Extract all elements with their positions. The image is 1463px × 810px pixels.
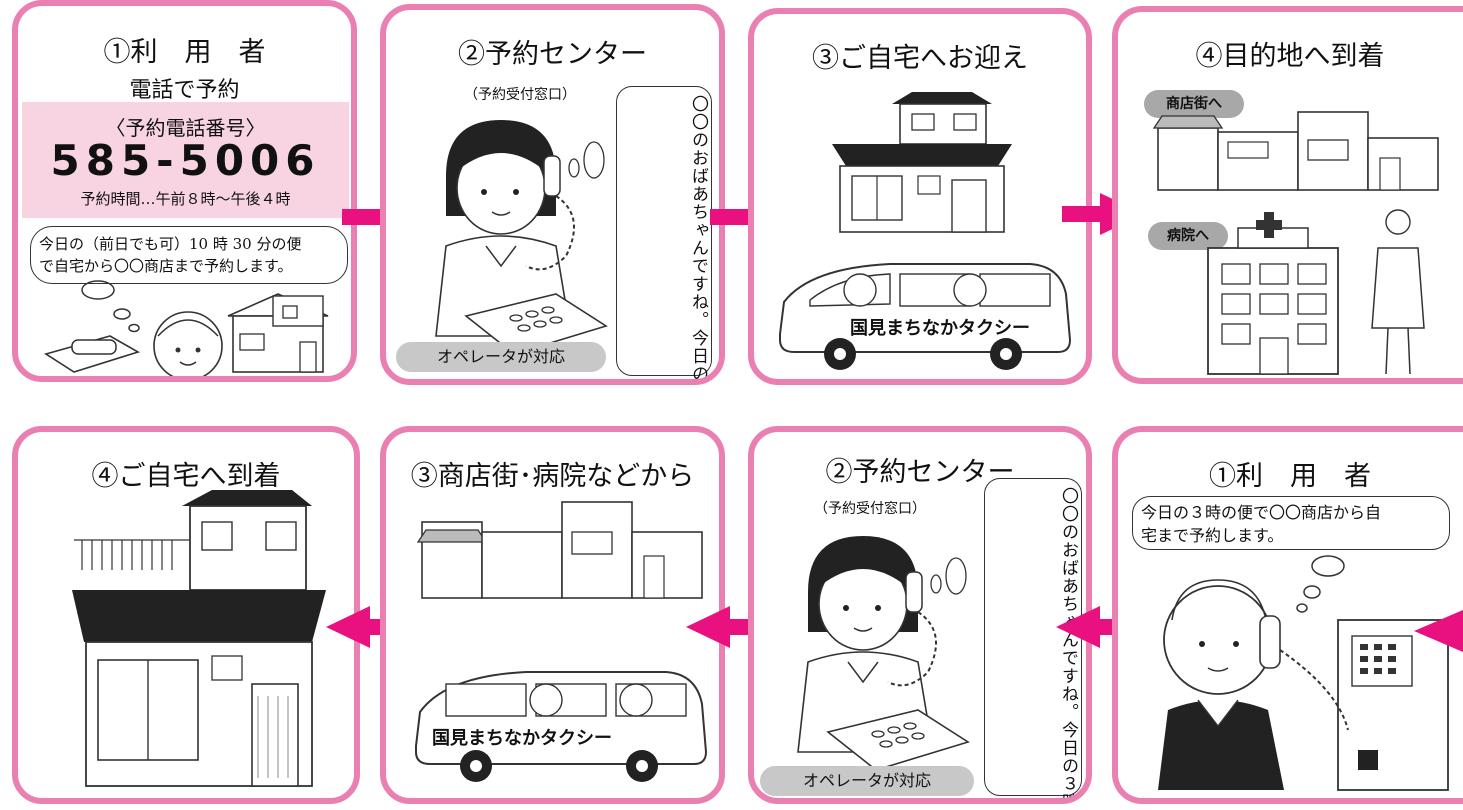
- panel-title: ④目的地へ到着: [1195, 41, 1385, 72]
- panel-user-bottom: ①利 用 者 今日の３時の便で〇〇商店から自 宅まで予約します。: [1112, 426, 1463, 804]
- user-phone-illustration: [44, 280, 329, 376]
- panel-destination: ④目的地へ到着 商店街へ 病院へ: [1112, 6, 1463, 384]
- panel-arrive-home: ④ご自宅へ到着: [12, 426, 360, 804]
- speech-line-2: で自宅から〇〇商店まで予約します。: [39, 257, 293, 275]
- shops-illustration: [1152, 111, 1439, 191]
- taxi-illustration: 国見まちなかタクシー: [779, 263, 1072, 370]
- taxi-text: 国見まちなかタクシー: [850, 318, 1030, 339]
- panel-title: ④ご自宅へ到着: [91, 461, 281, 492]
- arrow-left-icon: [1414, 610, 1463, 652]
- panel-reservation-center-top: ②予約センター （予約受付窓口） 〇〇のおばあちゃんですね。今日の10時30の便…: [380, 4, 725, 385]
- operator-illustration: [435, 120, 608, 355]
- reservation-hours: 予約時間…午前８時～午後４時: [80, 190, 291, 208]
- panel-pickup: ③ご自宅へお迎え 国見まちなかタクシー: [748, 8, 1092, 385]
- taxi-text: 国見まちなかタクシー: [432, 728, 612, 749]
- operator-speech-bubble: 〇〇のおばあちゃんですね。今日の10時30の便予約受け付けました。自宅で待ってい…: [616, 86, 712, 379]
- panel-reservation-center-bottom: ②予約センター （予約受付窓口） 〇〇のおばあちゃんですね。今日の３時の便予約受…: [748, 426, 1092, 804]
- panel-from-shops: ③商店街･病院などから 国見まちなかタクシー: [380, 426, 725, 804]
- speech-line-1: 今日の（前日でも可）10 時 30 分の便: [39, 235, 302, 253]
- phone-number: 585-5006: [50, 136, 321, 185]
- panel-title: ③商店街･病院などから: [410, 461, 695, 492]
- panel-title: ①利 用 者: [1209, 461, 1371, 492]
- house-illustration: [832, 92, 1012, 233]
- panel-title: ③ご自宅へお迎え: [812, 43, 1028, 74]
- panel-title: ①利 用 者: [103, 37, 266, 68]
- operator-illustration: [797, 536, 970, 771]
- window-label: （予約受付窓口）: [814, 501, 926, 517]
- operator-label: オペレータが対応: [760, 766, 974, 796]
- speech-line-1: 今日の３時の便で〇〇商店から自: [1141, 503, 1382, 522]
- home-illustration: [72, 490, 326, 787]
- phone-label: 〈予約電話番号〉: [105, 116, 266, 140]
- user-speech-bubble: 今日の（前日でも可）10 時 30 分の便 で自宅から〇〇商店まで予約します。: [30, 226, 348, 284]
- shops-illustration: [416, 501, 703, 599]
- panel-title: ②予約センター: [825, 457, 1015, 488]
- panel-subtitle: 電話で予約: [129, 78, 240, 103]
- panel-user-top: ①利 用 者 電話で予約 〈予約電話番号〉 585-5006 予約時間…午前８時…: [12, 0, 357, 382]
- hospital-sign: 病院へ: [1148, 222, 1228, 250]
- operator-label: オペレータが対応: [396, 342, 606, 372]
- user-payphone-illustration: [1158, 555, 1449, 791]
- user-speech-bubble: 今日の３時の便で〇〇商店から自 宅まで予約します。: [1132, 496, 1450, 550]
- panel-title: ②予約センター: [458, 39, 647, 70]
- window-label: （予約受付窓口）: [464, 87, 576, 103]
- phone-number-box: 〈予約電話番号〉 585-5006 予約時間…午前８時～午後４時: [22, 102, 349, 218]
- speech-line-2: 宅まで予約します。: [1141, 526, 1284, 545]
- taxi-illustration: 国見まちなかタクシー: [415, 671, 708, 782]
- operator-speech-bubble: 〇〇のおばあちゃんですね。今日の３時の便予約受け付けました。〇〇商店で待っていて…: [984, 478, 1082, 798]
- shopping-street-sign: 商店街へ: [1144, 90, 1244, 118]
- hospital-illustration: [1207, 209, 1425, 375]
